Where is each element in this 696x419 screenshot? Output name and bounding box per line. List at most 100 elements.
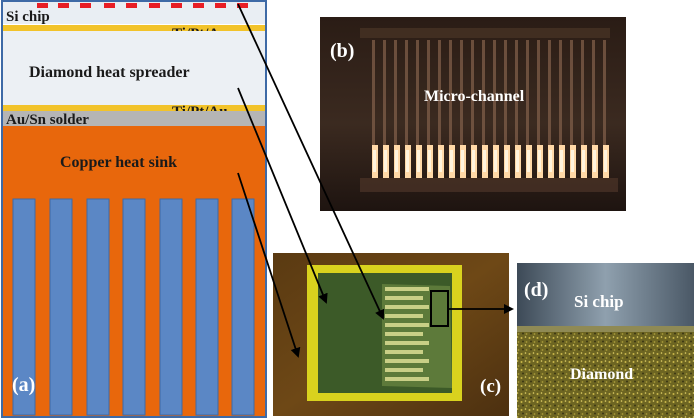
panel-a-schematic: Si chip Ti/Pt/Au Diamond heat spreader T… <box>1 0 267 418</box>
micro-channel <box>195 198 219 416</box>
comb-finger <box>385 368 423 372</box>
channel-groove <box>515 40 518 145</box>
channel-groove <box>581 40 584 145</box>
comb-finger <box>385 314 423 318</box>
comb-finger <box>385 341 429 345</box>
channel-highlight <box>494 150 497 172</box>
heater-pad <box>149 3 160 8</box>
micro-channel <box>49 198 73 416</box>
heater-pad <box>58 3 69 8</box>
heater-pad <box>193 3 204 8</box>
channel-groove <box>570 40 573 145</box>
channel-highlight <box>538 150 541 172</box>
comb-finger <box>385 323 429 327</box>
heater-pad <box>215 3 226 8</box>
channel-groove <box>526 40 529 145</box>
arrow-copper-to-c <box>237 172 301 358</box>
channel-highlight <box>593 150 596 172</box>
comb-finger <box>385 350 423 354</box>
arrow-diamond-to-c <box>237 87 328 304</box>
channel-groove <box>460 40 463 145</box>
channel-highlight <box>516 150 519 172</box>
heater-pad <box>237 3 248 8</box>
channel-highlight <box>527 150 530 172</box>
channel-top-edge <box>360 28 610 38</box>
micro-channel <box>86 198 110 416</box>
panel-d-label: (d) <box>524 279 548 301</box>
comb-finger <box>385 305 429 309</box>
channel-groove <box>592 40 595 145</box>
panel-a-label: (a) <box>12 374 35 396</box>
channel-groove <box>504 40 507 145</box>
channel-stripes <box>372 40 609 178</box>
heater-pad <box>104 3 115 8</box>
heater-pads <box>37 3 248 8</box>
channel-groove <box>449 40 452 145</box>
si-chip-label: Si chip <box>6 9 50 25</box>
diamond-label: Diamond heat spreader <box>29 64 190 81</box>
channel-highlight <box>417 150 420 172</box>
comb-finger <box>385 332 423 336</box>
channel-groove <box>603 40 606 145</box>
panel-c-label: (c) <box>480 376 501 397</box>
au-sn-solder-layer <box>3 111 265 126</box>
channel-groove <box>427 40 430 145</box>
channel-groove <box>383 40 386 145</box>
arrow-si-chip-to-c <box>237 3 385 320</box>
panel-b-photo: (b) Micro-channel <box>320 17 626 211</box>
micro-channel <box>159 198 183 416</box>
comb-finger <box>385 359 429 363</box>
comb-finger <box>385 377 429 381</box>
comb-finger <box>385 287 429 291</box>
channel-highlight <box>560 150 563 172</box>
channel-highlight <box>461 150 464 172</box>
channel-highlight <box>549 150 552 172</box>
channel-highlight <box>439 150 442 172</box>
diamond-layer <box>3 31 265 105</box>
micro-channel <box>231 198 255 416</box>
ti-pt-au-top-layer <box>3 25 265 31</box>
micro-channels <box>12 198 255 416</box>
panel-d-top <box>517 263 694 330</box>
heater-pad <box>37 3 48 8</box>
channel-highlight <box>395 150 398 172</box>
panel-c-photo: (c) <box>273 253 509 416</box>
heater-pad <box>126 3 137 8</box>
channel-groove <box>394 40 397 145</box>
channel-highlight <box>604 150 607 172</box>
channel-groove <box>405 40 408 145</box>
comb-fingers <box>385 287 429 381</box>
channel-highlight <box>428 150 431 172</box>
channel-groove <box>372 40 375 145</box>
channel-highlight <box>571 150 574 172</box>
heater-pad <box>171 3 182 8</box>
channel-highlight <box>472 150 475 172</box>
micro-channel <box>122 198 146 416</box>
channel-groove <box>559 40 562 145</box>
channel-groove <box>438 40 441 145</box>
channel-highlight <box>384 150 387 172</box>
panel-d-bottom <box>517 330 694 418</box>
micro-channel <box>12 198 36 416</box>
arrows <box>237 3 514 358</box>
au-sn-solder-label: Au/Sn solder <box>6 112 89 128</box>
channel-groove <box>493 40 496 145</box>
channel-highlight <box>450 150 453 172</box>
si-chip-text: Si chip <box>574 292 624 311</box>
channel-groove <box>416 40 419 145</box>
channel-highlight <box>373 150 376 172</box>
comb-finger <box>385 296 423 300</box>
heater-pad <box>80 3 91 8</box>
channel-groove <box>482 40 485 145</box>
channel-groove <box>537 40 540 145</box>
diamond-text: Diamond <box>570 366 633 383</box>
interface-line <box>517 326 694 332</box>
channel-highlight <box>406 150 409 172</box>
channel-highlight <box>582 150 585 172</box>
copper-label: Copper heat sink <box>60 154 177 171</box>
channel-bottom-edge <box>360 178 618 192</box>
channel-groove <box>548 40 551 145</box>
micro-channel-caption: Micro-channel <box>424 88 525 105</box>
channel-highlight <box>505 150 508 172</box>
